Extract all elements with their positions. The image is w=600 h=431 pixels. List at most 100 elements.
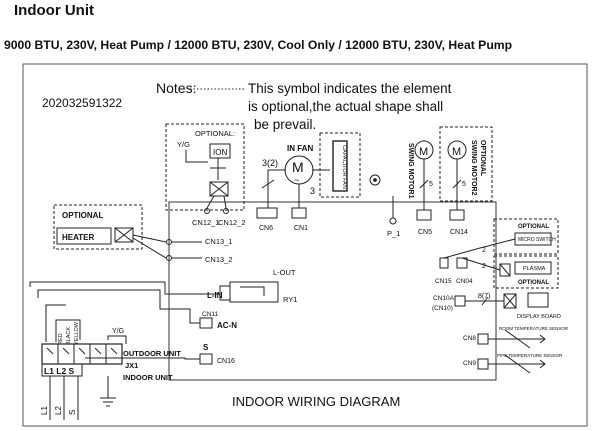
terminal-labels [41, 363, 83, 377]
cn10-label: (CN10) [432, 305, 453, 312]
p1-contact [389, 217, 397, 225]
ground-symbol [100, 397, 116, 407]
terminal-dividers [57, 344, 107, 364]
diagram-caption: INDOOR WIRING DIAGRAM [232, 394, 400, 409]
room-sensor-label: ROOM TEMPERATURE SENSOR [499, 326, 569, 331]
swing-motor-2-lead [452, 159, 462, 210]
cn5-connector [416, 209, 432, 221]
swing-motor-1-pins: 5 [429, 181, 433, 188]
l-out-label: L-OUT [273, 268, 296, 277]
plasma-optional-label: OPTIONAL [518, 280, 549, 286]
display-board [527, 292, 549, 308]
terminal-block [41, 343, 123, 365]
micro-switch-label: MICRO SWITCH [518, 237, 556, 243]
cn11-connector [199, 317, 213, 329]
cn14-connector [449, 209, 465, 221]
heater-optional-label: OPTIONAL [62, 211, 103, 220]
cn1-label: CN1 [294, 225, 308, 232]
s-terminal-label: S [203, 343, 209, 352]
plasma-pins: 2 [482, 263, 486, 270]
diagram-code: 202032591322 [42, 96, 122, 110]
swing-motor-2-optional-box [439, 126, 493, 202]
cn16-label: CN16 [217, 358, 235, 365]
ground-wire [107, 335, 127, 344]
wire-l2-label: L2 [54, 406, 63, 415]
outgoing-wires [49, 376, 109, 420]
cn8-label: CN8 [463, 335, 476, 342]
cn1-connector [291, 207, 307, 219]
model-list: 9000 BTU, 230V, Heat Pump / 12000 BTU, 2… [4, 38, 513, 52]
ion-wiring [185, 150, 226, 180]
swing-motor-1-label: SWING MOTOR1 [407, 143, 414, 199]
fan-wiring [261, 169, 330, 208]
ion-label: ION [213, 148, 227, 157]
notes-label: Notes: [156, 80, 196, 96]
main-control-board [168, 201, 497, 381]
cn15-label: CN15 [435, 278, 452, 285]
micro-switch-optional-label: OPTIONAL [518, 224, 549, 230]
swing-motor-1-m: M [419, 146, 428, 158]
ry1-label: RY1 [283, 295, 297, 304]
jx1-label: JX1 [125, 361, 138, 370]
display-pins: 8(7) [478, 293, 490, 300]
display-board-label: DISPLAY BOARD [517, 314, 561, 320]
cn5-label: CN5 [418, 229, 432, 236]
ion-connector [209, 181, 229, 197]
fan-motor-ac: ~ [294, 175, 299, 185]
cn10a-label: CN10A [433, 295, 455, 302]
ion-connector-mark [209, 181, 229, 197]
ac-n-label: AC-N [217, 321, 237, 330]
plasma-generator [514, 261, 552, 275]
power-wiring [29, 281, 220, 360]
pipe-sensor-label: PIPE TEMPERATURE SENSOR [497, 353, 563, 358]
heater-optional-box [53, 204, 143, 250]
swing-motor-1-lead [419, 159, 429, 210]
cn10a-connector [454, 295, 466, 307]
plasma-optional-box [493, 255, 559, 289]
ground-yg-label: Y/G [112, 328, 124, 335]
l-in-label: L-IN [207, 291, 223, 300]
capacitor-label: CAPACITOR FAN [341, 145, 347, 189]
cn15-connector [439, 257, 449, 269]
terminal-label: L1 L2 S [44, 366, 75, 376]
notes-line-2: is optional,the actual shape shall [248, 99, 443, 114]
micro-switch-optional-box [493, 218, 559, 255]
ion-yg-label: Y/G [177, 140, 190, 149]
swing-motor-2-m: M [452, 146, 461, 158]
display-connector-mark [503, 293, 517, 309]
display-lead [465, 296, 504, 306]
fan-pins-a: 3(2) [262, 158, 278, 168]
red-wire-label: RED [58, 333, 64, 345]
cn13-1-label: CN13_1 [205, 237, 233, 246]
heater-label: HEATER [62, 233, 95, 242]
wire-s-label: S [68, 410, 77, 415]
cn13-2-terminal [166, 255, 172, 261]
micro-switch-pins: 2 [482, 247, 486, 254]
cn16-connector [199, 353, 213, 365]
outdoor-unit-label: OUTDOOR UNIT [123, 349, 181, 358]
ion-optional-label: OPTIONAL: [195, 129, 235, 138]
swing-motor-2-pins: 5 [462, 181, 466, 188]
cn13-1-terminal [166, 239, 172, 245]
heater-leads [132, 234, 167, 259]
wire-l1-label: L1 [40, 406, 49, 415]
cn12-1-terminal [204, 208, 210, 214]
cn6-label: CN6 [259, 225, 273, 232]
fan-pins-b: 3 [310, 186, 315, 196]
p1-label: P_1 [387, 229, 400, 238]
page-title: Indoor Unit [14, 2, 94, 19]
plasma-label: PLASMA [523, 266, 546, 272]
cn9-label: CN9 [463, 360, 476, 367]
cn9-connector [477, 358, 489, 370]
fan-capacitor [332, 140, 348, 192]
cn04-connector [456, 257, 468, 269]
diagram-frame [22, 63, 588, 427]
swing-motor-2-label: SWING MOTOR2 [470, 140, 477, 196]
p1-terminal-dot [373, 178, 377, 182]
notes-line-3: be prevail. [254, 117, 316, 132]
cn12-2-terminal [223, 208, 229, 214]
swing-motor-2-optional-label: OPTIONAL [479, 140, 486, 177]
pipe-sensor [488, 354, 546, 374]
